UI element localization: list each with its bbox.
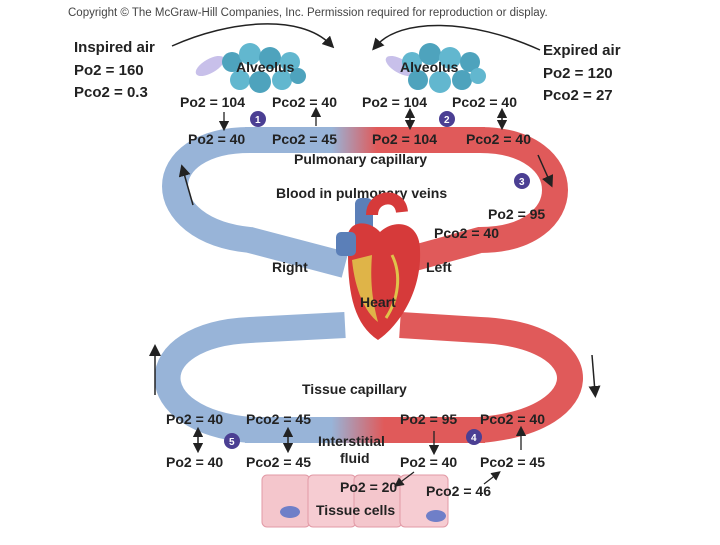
- step-badge-3-number: 3: [519, 177, 525, 188]
- step-badge-1-number: 1: [255, 115, 261, 126]
- heart-icon: [336, 192, 421, 340]
- tissue-cells-pco2: Pco2 = 46: [426, 483, 491, 499]
- interstitial-label-line1: Interstitial: [318, 433, 385, 449]
- pulmonary-left-po2: Po2 = 40: [188, 131, 245, 147]
- tissue-right-pco2: Pco2 = 40: [480, 411, 545, 427]
- alveolus-right-icon: [385, 43, 486, 93]
- step-badge-5: 5: [224, 433, 240, 449]
- deoxygenated-loop: [154, 127, 349, 443]
- step-badge-4-number: 4: [471, 433, 477, 444]
- cell-arrow-co2-out: [483, 471, 501, 485]
- step-badge-5-number: 5: [229, 437, 235, 448]
- pulmonary-veins-pco2: Pco2 = 40: [434, 225, 499, 241]
- inspired-air-arrow: [171, 23, 335, 49]
- flow-arrow-upper-left: [178, 164, 194, 206]
- alveolus-right-po2: Po2 = 104: [362, 94, 427, 110]
- pulmonary-right-po2: Po2 = 104: [372, 131, 437, 147]
- inspired-air-pco2: Pco2 = 0.3: [74, 84, 148, 101]
- tissue-cells-block: [261, 474, 449, 528]
- tissue-left-pco2: Pco2 = 45: [246, 411, 311, 427]
- pulmonary-right-pco2: Pco2 = 40: [466, 131, 531, 147]
- step-badge-2: 2: [439, 111, 455, 127]
- cell-arrow-o2-in: [394, 471, 415, 487]
- alveolus-left-pco2: Pco2 = 40: [272, 94, 337, 110]
- tissue-right-po2: Po2 = 95: [400, 411, 457, 427]
- pulmonary-capillary-band: [245, 127, 485, 153]
- expired-air-pco2: Pco2 = 27: [543, 87, 613, 104]
- step-badge-4: 4: [466, 429, 482, 445]
- step-badge-1: 1: [250, 111, 266, 127]
- copyright-notice: Copyright © The McGraw-Hill Companies, I…: [68, 7, 548, 19]
- interstitial-label-line2: fluid: [340, 450, 370, 466]
- flow-arrow-upper-right: [537, 154, 554, 188]
- interstitial-left-po2: Po2 = 40: [166, 454, 223, 470]
- heart-right-label: Right: [272, 259, 308, 275]
- tissue-cells-po2: Po2 = 20: [340, 479, 397, 495]
- alveolus-right-label: Alveolus: [400, 59, 459, 75]
- expired-air-arrow: [372, 24, 541, 51]
- oxygenated-loop: [380, 127, 583, 443]
- alveolus-right-pco2: Pco2 = 40: [452, 94, 517, 110]
- expired-air-po2: Po2 = 120: [543, 65, 613, 82]
- interstitial-right-pco2: Pco2 = 45: [480, 454, 545, 470]
- inspired-air-po2: Po2 = 160: [74, 62, 144, 79]
- heart-left-label: Left: [426, 259, 452, 275]
- step-badge-3: 3: [514, 173, 530, 189]
- heart-label: Heart: [360, 294, 396, 310]
- flow-arrow-lower-right: [588, 354, 601, 398]
- pulmonary-left-pco2: Pco2 = 45: [272, 131, 337, 147]
- step-badge-2-number: 2: [444, 115, 450, 126]
- alveolus-left-icon: [195, 43, 306, 93]
- tissue-cells-label: Tissue cells: [316, 502, 395, 518]
- pulmonary-capillary-label: Pulmonary capillary: [294, 151, 427, 167]
- alveolus-left-po2: Po2 = 104: [180, 94, 245, 110]
- expired-air-title: Expired air: [543, 42, 621, 59]
- alveolus-left-label: Alveolus: [236, 59, 295, 75]
- inspired-air-title: Inspired air: [74, 39, 155, 56]
- interstitial-left-pco2: Pco2 = 45: [246, 454, 311, 470]
- tissue-capillary-label: Tissue capillary: [302, 381, 407, 397]
- pulmonary-veins-label: Blood in pulmonary veins: [276, 185, 447, 201]
- pulmonary-veins-po2: Po2 = 95: [488, 206, 545, 222]
- tissue-left-po2: Po2 = 40: [166, 411, 223, 427]
- interstitial-right-po2: Po2 = 40: [400, 454, 457, 470]
